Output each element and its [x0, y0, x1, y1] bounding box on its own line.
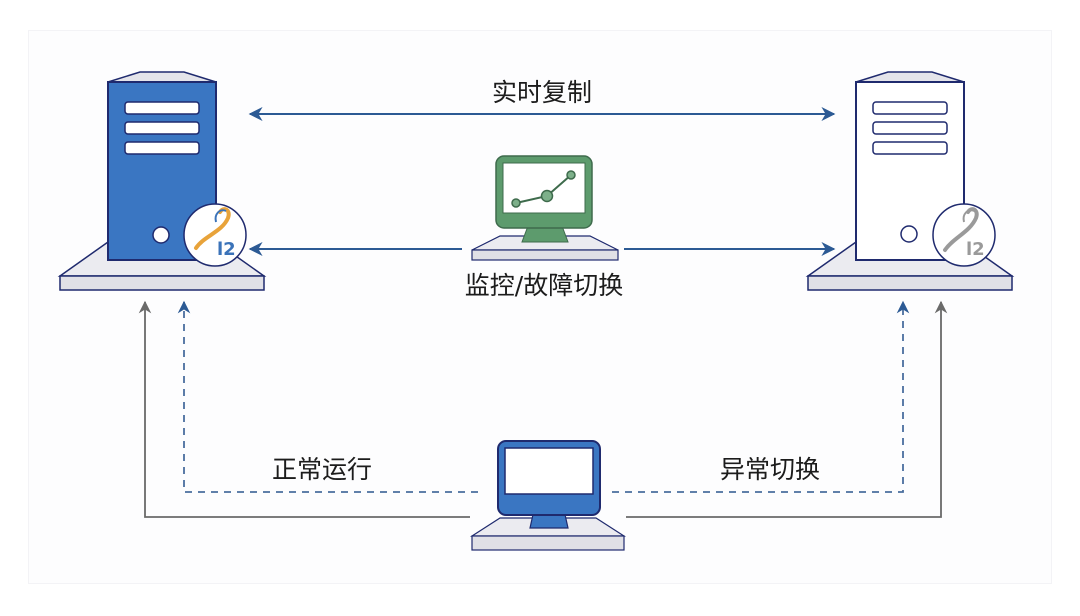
- logo-text: l2: [966, 239, 985, 260]
- replication-label: 实时复制: [492, 78, 592, 107]
- client-terminal: [469, 440, 627, 551]
- standby-server-platform: [807, 275, 1013, 291]
- logo-text: l2: [217, 239, 236, 260]
- standby-server-top: [855, 71, 965, 83]
- chart-point-icon: [511, 198, 521, 208]
- drive-slot-icon: [124, 101, 200, 115]
- logo-badge-inactive: l2: [932, 203, 996, 267]
- drive-slot-icon: [124, 121, 200, 135]
- drive-slot-icon: [124, 141, 200, 155]
- chart-point-icon: [540, 189, 554, 203]
- standby-server: l2: [805, 71, 1015, 291]
- chart-point-icon: [566, 170, 576, 180]
- monitor-failover-label: 监控/故障切换: [465, 271, 623, 300]
- primary-server-platform: [59, 275, 265, 291]
- normal-operation-label: 正常运行: [272, 455, 372, 484]
- client-terminal-platform: [471, 535, 625, 551]
- drive-slot-icon: [872, 121, 948, 135]
- client-to-standby-dashed-arrow: [612, 300, 910, 493]
- primary-server: l2: [57, 71, 267, 291]
- drive-slot-icon: [872, 141, 948, 155]
- client-to-standby-solid-arrow: [626, 300, 948, 518]
- primary-server-top: [107, 71, 217, 83]
- monitor-console-platform: [471, 249, 619, 261]
- client-to-primary-dashed-arrow: [177, 300, 478, 493]
- drive-slot-icon: [872, 101, 948, 115]
- power-button-icon: [900, 225, 918, 243]
- client-to-primary-solid-arrow: [138, 300, 470, 518]
- power-button-icon: [152, 226, 170, 244]
- client-screen: [504, 447, 594, 495]
- logo-badge-active: l2: [183, 203, 247, 267]
- monitor-console: [471, 155, 619, 261]
- abnormal-switch-label: 异常切换: [720, 455, 820, 484]
